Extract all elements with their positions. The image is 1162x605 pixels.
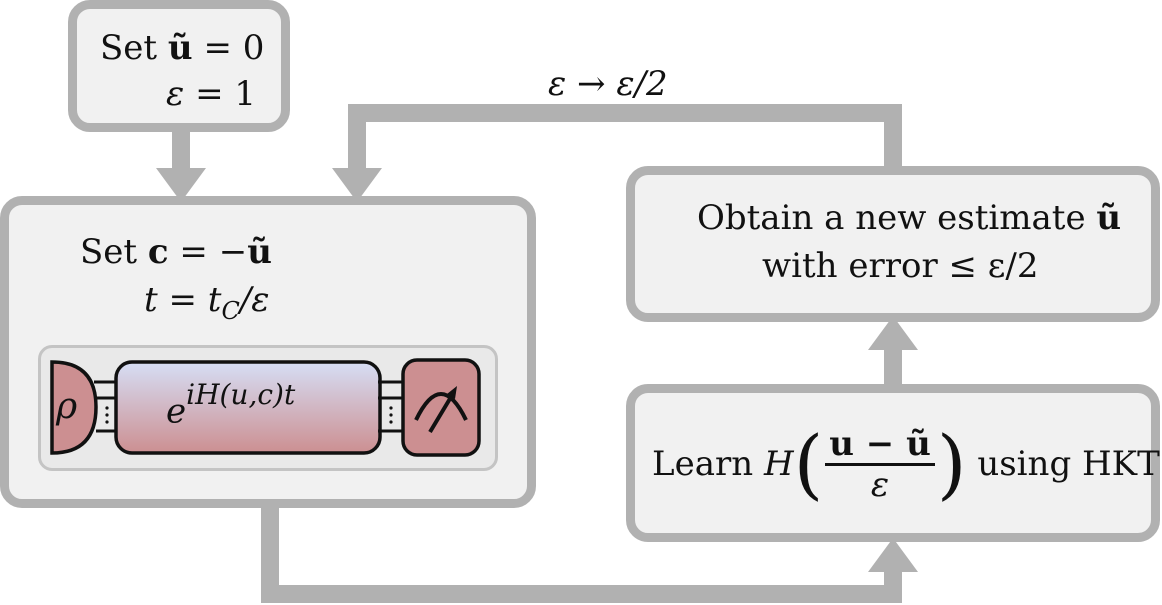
init-eps-rel: = 1 — [195, 74, 256, 114]
wires-right — [378, 380, 404, 433]
learn-numerator: u − ũ — [825, 425, 935, 466]
learn-suffix: using HKT — [977, 444, 1160, 484]
arrow-learn-to-estimate — [868, 316, 918, 388]
init-box — [68, 0, 290, 132]
learn-paren-open: ( — [793, 419, 824, 508]
estimate-u-var: ũ — [1096, 198, 1122, 238]
main-t-sub: C — [221, 296, 240, 325]
init-set-label: Set — [100, 28, 158, 68]
state-symbol: ρ — [56, 386, 78, 427]
init-u-var: ũ — [167, 28, 193, 68]
learn-func: H — [763, 444, 794, 484]
evolution-label: eiH(u,c)t — [166, 378, 295, 432]
estimate-prefix: Obtain a new estimate — [697, 198, 1086, 238]
learn-prefix: Learn — [652, 444, 754, 484]
estimate-box — [626, 166, 1160, 322]
main-line-1: Set c = −ũ — [80, 232, 272, 272]
arrow-loop-back — [332, 104, 902, 202]
learn-denominator: ε — [870, 464, 890, 505]
main-line-2: t = tC/ε — [144, 280, 270, 331]
arrow-init-to-main — [156, 128, 206, 202]
evolution-exponent: iH(u,c)t — [186, 378, 296, 411]
estimate-line-2: with error ≤ ε/2 — [762, 246, 1039, 286]
meter-icon — [401, 358, 481, 457]
main-u-var: ũ — [247, 232, 272, 272]
init-u-rel: = 0 — [203, 28, 265, 68]
loop-label: ε → ε/2 — [548, 64, 668, 104]
estimate-line-1: Obtain a new estimate ũ — [697, 198, 1121, 238]
learn-paren-close: ) — [936, 419, 967, 508]
init-eps-var: ε — [166, 74, 185, 114]
main-t-tail: /ε — [239, 280, 270, 320]
main-set-label: Set — [80, 232, 138, 272]
main-c-var: c — [147, 232, 169, 272]
main-c-rel: = − — [179, 232, 248, 272]
evolution-base: e — [166, 391, 187, 432]
state-prep-shape — [50, 360, 98, 455]
arrow-main-to-learn — [261, 505, 918, 603]
evolution-gate — [114, 360, 382, 455]
main-t-var: t — [144, 280, 158, 320]
init-line-2: ε = 1 — [166, 74, 256, 114]
main-t-rel: = t — [168, 280, 222, 320]
init-line-1: Set ũ = 0 — [100, 28, 264, 68]
